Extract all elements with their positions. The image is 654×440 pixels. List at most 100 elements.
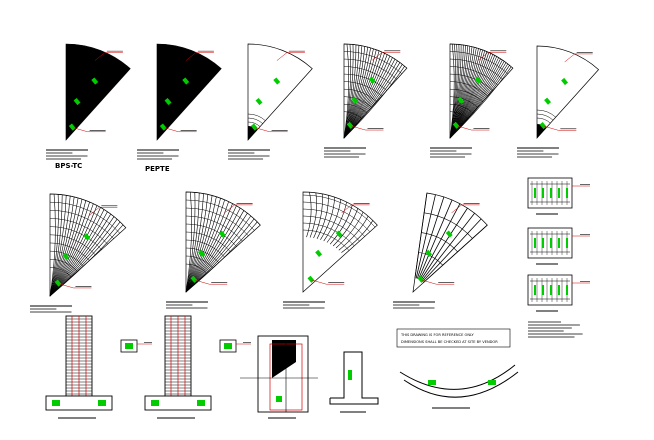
fan-ring bbox=[418, 252, 443, 266]
rebar-highlight bbox=[534, 238, 536, 248]
fan-ring bbox=[185, 239, 225, 258]
fan-detail bbox=[283, 191, 378, 309]
fan-detail bbox=[393, 192, 488, 309]
fan-detail bbox=[166, 191, 261, 309]
rebar-highlight bbox=[542, 285, 544, 295]
leader-line bbox=[544, 126, 577, 131]
rebar-highlight bbox=[452, 121, 460, 129]
rebar-highlight bbox=[250, 123, 258, 131]
rebar-highlight bbox=[73, 97, 81, 106]
leader-line bbox=[94, 52, 123, 61]
fan-bar bbox=[185, 192, 196, 293]
fan-bar bbox=[49, 209, 105, 297]
wall-fill bbox=[272, 340, 296, 378]
fan-ring bbox=[302, 229, 350, 251]
fan-ring bbox=[449, 103, 473, 114]
leader-line bbox=[224, 204, 253, 214]
fan-ring bbox=[49, 234, 96, 256]
footing bbox=[45, 395, 113, 411]
leader-line bbox=[185, 52, 214, 61]
rebar-highlight bbox=[542, 238, 544, 248]
footing bbox=[144, 395, 212, 411]
leader-line bbox=[255, 127, 288, 133]
fan-rib bbox=[414, 192, 428, 279]
note-line-1: THIS DRAWING IS FOR REFERENCE ONLY bbox=[400, 333, 475, 337]
fan-ring bbox=[49, 226, 102, 250]
fan-ring bbox=[536, 113, 554, 121]
fan-ring bbox=[49, 267, 72, 278]
fan-sector-details bbox=[30, 43, 600, 313]
fan-bar bbox=[185, 198, 221, 293]
fan-ring bbox=[302, 208, 365, 237]
rebar-highlight bbox=[54, 279, 62, 287]
fan-bar bbox=[329, 204, 353, 245]
fan-ring bbox=[343, 103, 367, 114]
panel-detail bbox=[527, 274, 590, 312]
fan-bar bbox=[185, 203, 233, 293]
rebar-highlight bbox=[368, 76, 376, 84]
rebar-highlight bbox=[534, 188, 536, 198]
fan-bar bbox=[49, 203, 94, 297]
rebar-highlight bbox=[346, 121, 354, 129]
fan-sector bbox=[302, 191, 378, 293]
fan-ring bbox=[302, 222, 355, 246]
fan-ring bbox=[185, 215, 243, 242]
fan-ring bbox=[185, 199, 255, 231]
fan-ring bbox=[343, 96, 372, 108]
fan-bar bbox=[185, 210, 245, 293]
fan-ring bbox=[449, 81, 488, 97]
beam-edge bbox=[399, 364, 516, 390]
fan-bar bbox=[49, 197, 79, 297]
rebar-highlight bbox=[488, 380, 496, 385]
fan-ring bbox=[247, 113, 266, 121]
fan-ring bbox=[302, 201, 371, 232]
fan-bar bbox=[49, 207, 101, 297]
fan-bar bbox=[185, 192, 192, 293]
fan-bar bbox=[49, 195, 67, 297]
panel-detail bbox=[527, 227, 590, 265]
fan-bar bbox=[185, 195, 213, 293]
fan-bar bbox=[185, 205, 237, 293]
fan-bar bbox=[343, 44, 349, 139]
fan-ring bbox=[49, 193, 126, 228]
fan-detail bbox=[324, 43, 408, 158]
rebar-highlight bbox=[335, 230, 343, 238]
fan-bar bbox=[320, 197, 335, 240]
leader-line bbox=[351, 125, 384, 131]
fan-bar bbox=[49, 196, 75, 297]
fan-ring bbox=[49, 242, 90, 261]
fan-bar bbox=[49, 199, 83, 297]
rebar-highlight bbox=[151, 400, 159, 406]
curved-beam bbox=[399, 364, 519, 409]
fan-bar bbox=[332, 208, 359, 247]
fan-rib bbox=[419, 203, 461, 280]
fan-ring bbox=[185, 223, 237, 247]
fan-ring bbox=[449, 96, 478, 108]
fan-detail bbox=[30, 193, 127, 313]
rebar-highlight bbox=[164, 97, 172, 106]
rebar-highlight bbox=[276, 396, 282, 402]
fan-sector bbox=[65, 43, 131, 141]
fan-rib bbox=[421, 212, 475, 282]
leader-line bbox=[372, 52, 401, 61]
rebar-highlight bbox=[417, 275, 425, 283]
leader-line bbox=[276, 52, 305, 61]
rebar-highlight bbox=[91, 77, 99, 85]
rebar-highlight bbox=[224, 343, 232, 349]
fan-ring bbox=[247, 117, 263, 124]
rebar-highlight bbox=[561, 77, 569, 86]
fan-ring bbox=[185, 263, 207, 274]
fan-rib bbox=[416, 196, 445, 279]
rebar-highlight bbox=[425, 249, 433, 257]
rebar-highlight bbox=[182, 77, 190, 85]
fan-detail bbox=[137, 43, 222, 160]
rebar-highlight bbox=[550, 188, 552, 198]
profile-outline bbox=[329, 351, 379, 405]
fan-ring bbox=[185, 191, 261, 226]
fan-detail bbox=[430, 43, 514, 158]
fan-rib bbox=[418, 199, 453, 280]
fan-bar bbox=[185, 207, 241, 293]
fan-bar bbox=[335, 211, 364, 249]
rebar-highlight bbox=[198, 249, 206, 257]
rebar-highlight bbox=[550, 285, 552, 295]
